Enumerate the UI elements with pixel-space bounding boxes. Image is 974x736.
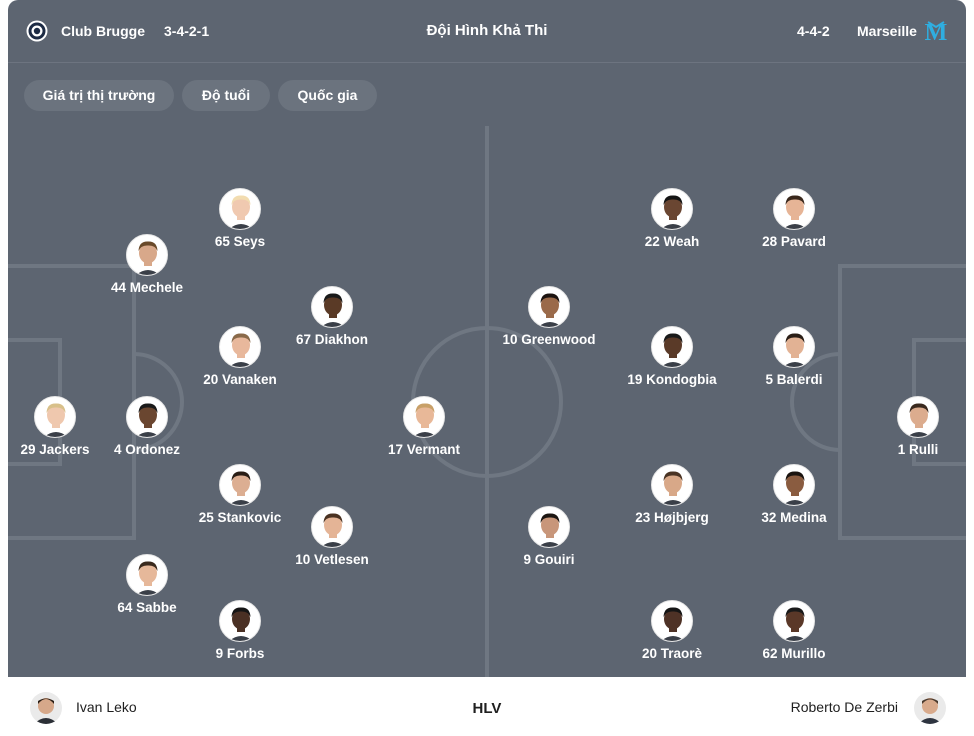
- away-player-10[interactable]: 20 Traorè: [592, 600, 752, 661]
- home-player-4[interactable]: 20 Vanaken: [160, 326, 320, 387]
- player-name: 20 Vanaken: [203, 372, 277, 387]
- away-player-9[interactable]: 9 Gouiri: [469, 506, 629, 567]
- player-name: 23 Højbjerg: [635, 510, 709, 525]
- away-player-4[interactable]: 19 Kondogbia: [592, 326, 752, 387]
- marseille-crest-icon[interactable]: M: [924, 18, 948, 44]
- home-formation: 3-4-2-1: [164, 23, 210, 39]
- away-player-8[interactable]: 32 Medina: [714, 464, 874, 525]
- player-name: 29 Jackers: [20, 442, 90, 457]
- player-name: 4 Ordonez: [113, 442, 180, 457]
- filter-bar: Giá trị thị trường Độ tuổi Quốc gia: [8, 62, 966, 127]
- home-player-5[interactable]: 29 Jackers: [8, 396, 135, 457]
- player-name: 5 Balerdi: [765, 372, 823, 387]
- away-player-1[interactable]: 22 Weah: [592, 188, 752, 249]
- player-avatar[interactable]: [403, 396, 445, 438]
- player-avatar[interactable]: [897, 396, 939, 438]
- player-name: 9 Gouiri: [523, 552, 575, 567]
- player-avatar[interactable]: [651, 600, 693, 642]
- player-avatar[interactable]: [528, 506, 570, 548]
- coaches-bar: Ivan Leko HLV Roberto De Zerbi: [8, 677, 966, 736]
- away-player-5[interactable]: 5 Balerdi: [714, 326, 874, 387]
- player-avatar[interactable]: [311, 286, 353, 328]
- player-name: 65 Seys: [214, 234, 266, 249]
- player-avatar[interactable]: [219, 188, 261, 230]
- player-avatar[interactable]: [219, 600, 261, 642]
- pitch: 65 Seys 44 Mechele 67 Diakhon 20 Vanaken 29 …: [8, 126, 966, 677]
- away-player-6[interactable]: 1 Rulli: [838, 396, 966, 457]
- away-coach-avatar[interactable]: [914, 692, 946, 724]
- player-name: 1 Rulli: [897, 442, 939, 457]
- player-avatar[interactable]: [773, 600, 815, 642]
- away-player-3[interactable]: 10 Greenwood: [469, 286, 629, 347]
- player-name: 22 Weah: [644, 234, 700, 249]
- age-filter-button[interactable]: Độ tuổi: [182, 80, 270, 111]
- player-name: 10 Vetlesen: [295, 552, 369, 567]
- player-name: 64 Sabbe: [117, 600, 177, 615]
- away-player-7[interactable]: 23 Højbjerg: [592, 464, 752, 525]
- player-avatar[interactable]: [219, 326, 261, 368]
- player-name: 20 Traorè: [641, 646, 703, 661]
- club-brugge-crest-icon[interactable]: [26, 19, 48, 43]
- home-player-6[interactable]: 4 Ordonez: [67, 396, 227, 457]
- away-formation: 4-4-2: [797, 23, 830, 39]
- country-filter-button[interactable]: Quốc gia: [278, 80, 377, 111]
- player-avatar[interactable]: [651, 464, 693, 506]
- market-value-filter-button[interactable]: Giá trị thị trường: [24, 80, 174, 111]
- away-team-name[interactable]: Marseille: [857, 23, 917, 39]
- player-name: 44 Mechele: [110, 280, 184, 295]
- lineup-card: Club Brugge 3-4-2-1 Đội Hình Khả Thi 4-4…: [8, 0, 966, 736]
- home-player-11[interactable]: 9 Forbs: [160, 600, 320, 661]
- player-avatar[interactable]: [773, 464, 815, 506]
- home-player-7[interactable]: 17 Vermant: [344, 396, 504, 457]
- svg-text:M: M: [925, 20, 948, 44]
- player-avatar[interactable]: [651, 188, 693, 230]
- player-avatar[interactable]: [126, 234, 168, 276]
- player-avatar[interactable]: [651, 326, 693, 368]
- page-title: Đội Hình Khả Thi: [426, 22, 548, 39]
- away-player-2[interactable]: 28 Pavard: [714, 188, 874, 249]
- home-player-2[interactable]: 44 Mechele: [67, 234, 227, 295]
- player-name: 62 Murillo: [762, 646, 826, 661]
- home-coach-name[interactable]: Ivan Leko: [76, 699, 137, 715]
- player-name: 10 Greenwood: [502, 332, 596, 347]
- player-name: 9 Forbs: [215, 646, 265, 661]
- home-player-10[interactable]: 64 Sabbe: [67, 554, 227, 615]
- lineup-header: Club Brugge 3-4-2-1 Đội Hình Khả Thi 4-4…: [8, 0, 966, 62]
- coach-label: HLV: [472, 700, 502, 717]
- player-name: 25 Stankovic: [198, 510, 282, 525]
- home-coach-avatar[interactable]: [30, 692, 62, 724]
- away-coach-name[interactable]: Roberto De Zerbi: [790, 699, 898, 715]
- player-avatar[interactable]: [34, 396, 76, 438]
- player-avatar[interactable]: [219, 464, 261, 506]
- home-team-name[interactable]: Club Brugge: [61, 23, 145, 39]
- player-avatar[interactable]: [773, 188, 815, 230]
- player-avatar[interactable]: [126, 554, 168, 596]
- player-avatar[interactable]: [528, 286, 570, 328]
- home-player-1[interactable]: 65 Seys: [160, 188, 320, 249]
- away-player-11[interactable]: 62 Murillo: [714, 600, 874, 661]
- player-name: 67 Diakhon: [295, 332, 369, 347]
- player-name: 28 Pavard: [762, 234, 826, 249]
- home-player-3[interactable]: 67 Diakhon: [252, 286, 412, 347]
- player-avatar[interactable]: [311, 506, 353, 548]
- player-avatar[interactable]: [773, 326, 815, 368]
- player-name: 32 Medina: [761, 510, 827, 525]
- player-avatar[interactable]: [126, 396, 168, 438]
- player-name: 19 Kondogbia: [627, 372, 717, 387]
- home-player-9[interactable]: 10 Vetlesen: [252, 506, 412, 567]
- home-player-8[interactable]: 25 Stankovic: [160, 464, 320, 525]
- player-name: 17 Vermant: [387, 442, 461, 457]
